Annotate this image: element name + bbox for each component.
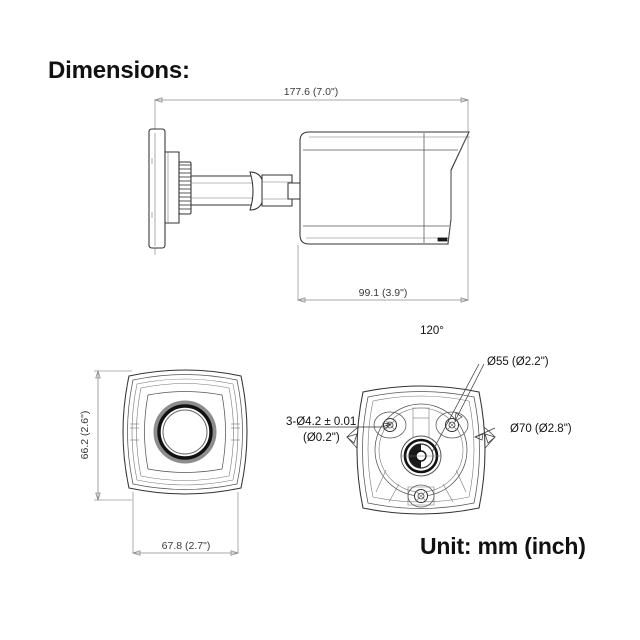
dimension-label-screw-hole-spec-line1: 3-Ø4.2 ± 0.01 <box>286 416 356 428</box>
side-elevation-view: 177.6 (7.0") <box>148 86 470 303</box>
base-cable-gland <box>400 435 442 477</box>
screw-hole-right <box>435 411 469 439</box>
dimension-label-base-diameter: Ø70 (Ø2.8") <box>510 423 572 435</box>
dimension-body-length <box>296 297 470 303</box>
dimension-label-bolt-circle: Ø55 (Ø2.2") <box>487 356 549 368</box>
leader-lines <box>298 363 496 453</box>
dimension-overall-length <box>153 97 470 103</box>
side-camera-body <box>299 131 470 245</box>
dimension-label-overall-length: 177.6 (7.0") <box>284 86 339 98</box>
page-title: Dimensions: <box>48 57 190 84</box>
dimension-label-body-length: 99.1 (3.9") <box>359 287 408 299</box>
side-support-arm <box>190 171 301 211</box>
screw-hole-bottom <box>407 484 435 508</box>
side-knurled-knob <box>178 161 192 215</box>
front-lens <box>153 400 217 464</box>
dimension-label-body-height: 66.2 (2.6") <box>79 411 91 460</box>
dimension-label-screw-hole-spec-line2: (Ø0.2") <box>303 432 340 444</box>
dimension-label-mount-angle: 120° <box>420 325 444 337</box>
dimension-label-body-width: 67.8 (2.7") <box>162 540 211 552</box>
dimension-body-height <box>94 369 132 502</box>
unit-note-label: Unit: mm (inch) <box>420 533 586 559</box>
dimension-body-width <box>131 492 240 556</box>
front-elevation-view: 66.2 (2.6") 67.8 (2.7") <box>79 369 248 556</box>
side-mounting-plate <box>148 128 180 249</box>
mounting-base-bottom-view: 120° <box>286 325 572 515</box>
